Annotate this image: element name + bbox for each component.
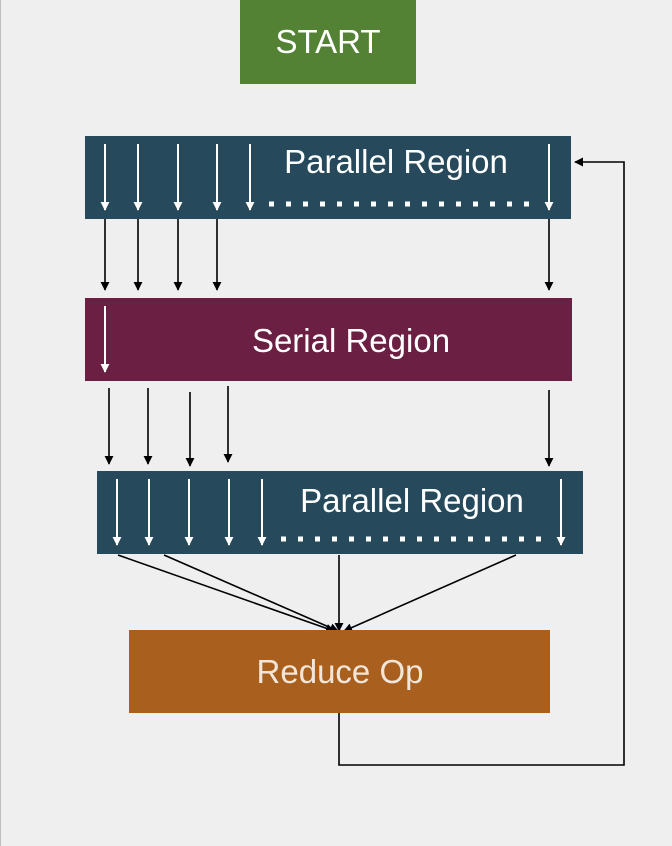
reduction-connectors — [117, 554, 517, 633]
reduce-op-box — [129, 630, 550, 713]
reduction-connector — [343, 554, 517, 632]
serial-region-node: Serial Region — [85, 298, 572, 381]
reduction-connector — [163, 554, 339, 632]
parallel-region-2-node: Parallel Region — [97, 471, 583, 554]
parallel-region-1-node: Parallel Region — [85, 136, 571, 219]
parallel-region-1-label: Parallel Region — [284, 143, 508, 180]
reduce-op-node: Reduce Op — [129, 630, 550, 713]
reduction-connector — [117, 554, 335, 633]
threads-to-serial-connectors — [100, 219, 554, 291]
serial-region-box — [85, 298, 572, 381]
parallel-region-2-label: Parallel Region — [300, 482, 524, 519]
start-label: START — [275, 23, 380, 60]
serial-region-label: Serial Region — [252, 322, 450, 359]
serial-to-parallel-connectors — [104, 386, 554, 467]
loop-back-connector — [338, 157, 625, 766]
start-box — [240, 0, 416, 84]
start-node: START — [240, 0, 416, 84]
parallel-region-2-thread-arrows — [112, 479, 566, 546]
parallel-region-1-thread-arrows — [100, 144, 554, 211]
reduce-op-label: Reduce Op — [257, 653, 424, 690]
